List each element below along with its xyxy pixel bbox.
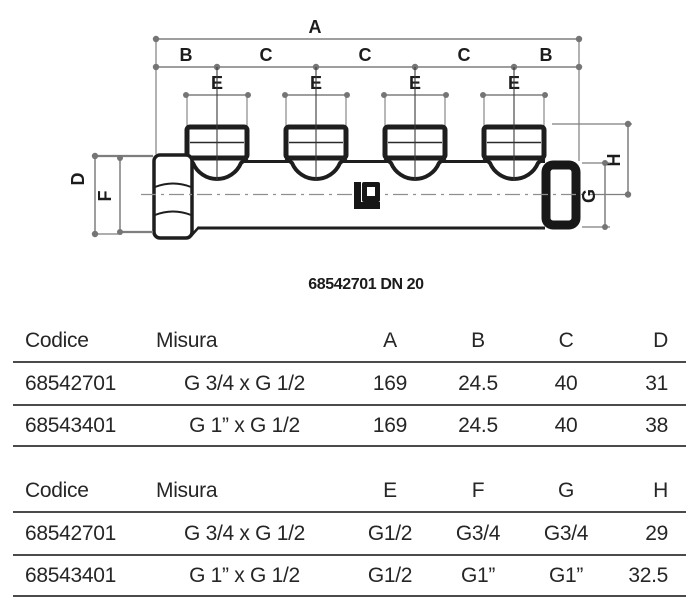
dim-label-b-left: B <box>180 45 193 65</box>
dim-dot <box>575 35 583 43</box>
table-header-row: Codice Misura E F G H <box>13 470 686 513</box>
dim-dot <box>624 120 632 128</box>
header-cell-h: H <box>610 470 686 513</box>
dim-dot <box>624 191 632 198</box>
table-header-row: Codice Misura A B C D <box>13 320 686 363</box>
cell-misura: G 1” x G 1/2 <box>143 405 346 447</box>
table-row: 68542701 G 3/4 x G 1/2 169 24.5 40 31 <box>13 362 686 406</box>
dim-dot <box>602 224 608 230</box>
dim-label-c1: C <box>260 45 273 65</box>
cell-g: G1” <box>522 555 610 597</box>
cell-a: 169 <box>346 362 434 406</box>
dim-label-c3: C <box>458 45 471 65</box>
cell-b: 24.5 <box>434 362 522 406</box>
cell-e: G1/2 <box>346 512 434 556</box>
dim-dot <box>91 230 99 238</box>
dim-label-c2: C <box>359 45 372 65</box>
dim-a <box>155 38 580 161</box>
dim-dot <box>602 160 608 166</box>
cell-g: G3/4 <box>522 512 610 556</box>
outlet-centerlines <box>216 67 515 181</box>
cell-f: G3/4 <box>434 512 522 556</box>
cell-codice: 68542701 <box>13 512 143 556</box>
dim-dot <box>117 229 123 235</box>
dim-dot <box>117 155 123 161</box>
dim-h <box>552 123 632 195</box>
dim-label-d: D <box>68 173 88 186</box>
cell-h: 32.5 <box>610 555 686 597</box>
header-cell-c: C <box>522 320 610 363</box>
cell-codice: 68542701 <box>13 362 143 406</box>
cell-c: 40 <box>522 362 610 406</box>
dim-dot <box>152 35 160 43</box>
cell-misura: G 3/4 x G 1/2 <box>143 362 346 406</box>
cell-h: 29 <box>610 512 686 556</box>
cell-misura: G 1” x G 1/2 <box>143 555 346 597</box>
cell-e: G1/2 <box>346 555 434 597</box>
cell-d: 31 <box>610 362 686 406</box>
hex-nut <box>152 153 194 240</box>
header-cell-e: E <box>346 470 434 513</box>
header-cell-f: F <box>434 470 522 513</box>
header-cell-misura: Misura <box>143 320 346 363</box>
table-row: 68543401 G 1” x G 1/2 169 24.5 40 38 <box>13 405 686 447</box>
dim-label-f: F <box>95 191 115 202</box>
dimensions-table-efgh: Codice Misura E F G H 68542701 G 3/4 x G… <box>13 470 686 597</box>
cell-a: 169 <box>346 405 434 447</box>
dim-label-a: A <box>309 17 322 37</box>
header-cell-a: A <box>346 320 434 363</box>
header-cell-b: B <box>434 320 522 363</box>
table-row: 68543401 G 1” x G 1/2 G1/2 G1” G1” 32.5 <box>13 555 686 597</box>
cell-c: 40 <box>522 405 610 447</box>
cell-b: 24.5 <box>434 405 522 447</box>
dim-bc-dots <box>152 63 583 71</box>
dim-dot <box>91 152 99 160</box>
table-row: 68542701 G 3/4 x G 1/2 G1/2 G3/4 G3/4 29 <box>13 512 686 556</box>
dimensions-table-abcd: Codice Misura A B C D 68542701 G 3/4 x G… <box>13 320 686 447</box>
cell-d: 38 <box>610 405 686 447</box>
header-cell-g: G <box>522 470 610 513</box>
dim-e-dots <box>183 92 548 98</box>
cell-codice: 68543401 <box>13 555 143 597</box>
brand-logo-icon <box>354 182 380 209</box>
manifold-technical-drawing: A B C C C B E E E E <box>68 17 632 240</box>
cell-codice: 68543401 <box>13 405 143 447</box>
cell-f: G1” <box>434 555 522 597</box>
dim-e-lines <box>186 94 545 126</box>
dim-d <box>94 154 153 235</box>
header-cell-d: D <box>610 320 686 363</box>
cell-misura: G 3/4 x G 1/2 <box>143 512 346 556</box>
drawing-caption: 68542701 DN 20 <box>308 276 424 293</box>
header-cell-codice: Codice <box>13 470 143 513</box>
dim-label-g: G <box>579 189 599 203</box>
dim-label-b-right: B <box>540 45 553 65</box>
dim-f <box>119 158 153 234</box>
header-cell-codice: Codice <box>13 320 143 363</box>
header-cell-misura: Misura <box>143 470 346 513</box>
